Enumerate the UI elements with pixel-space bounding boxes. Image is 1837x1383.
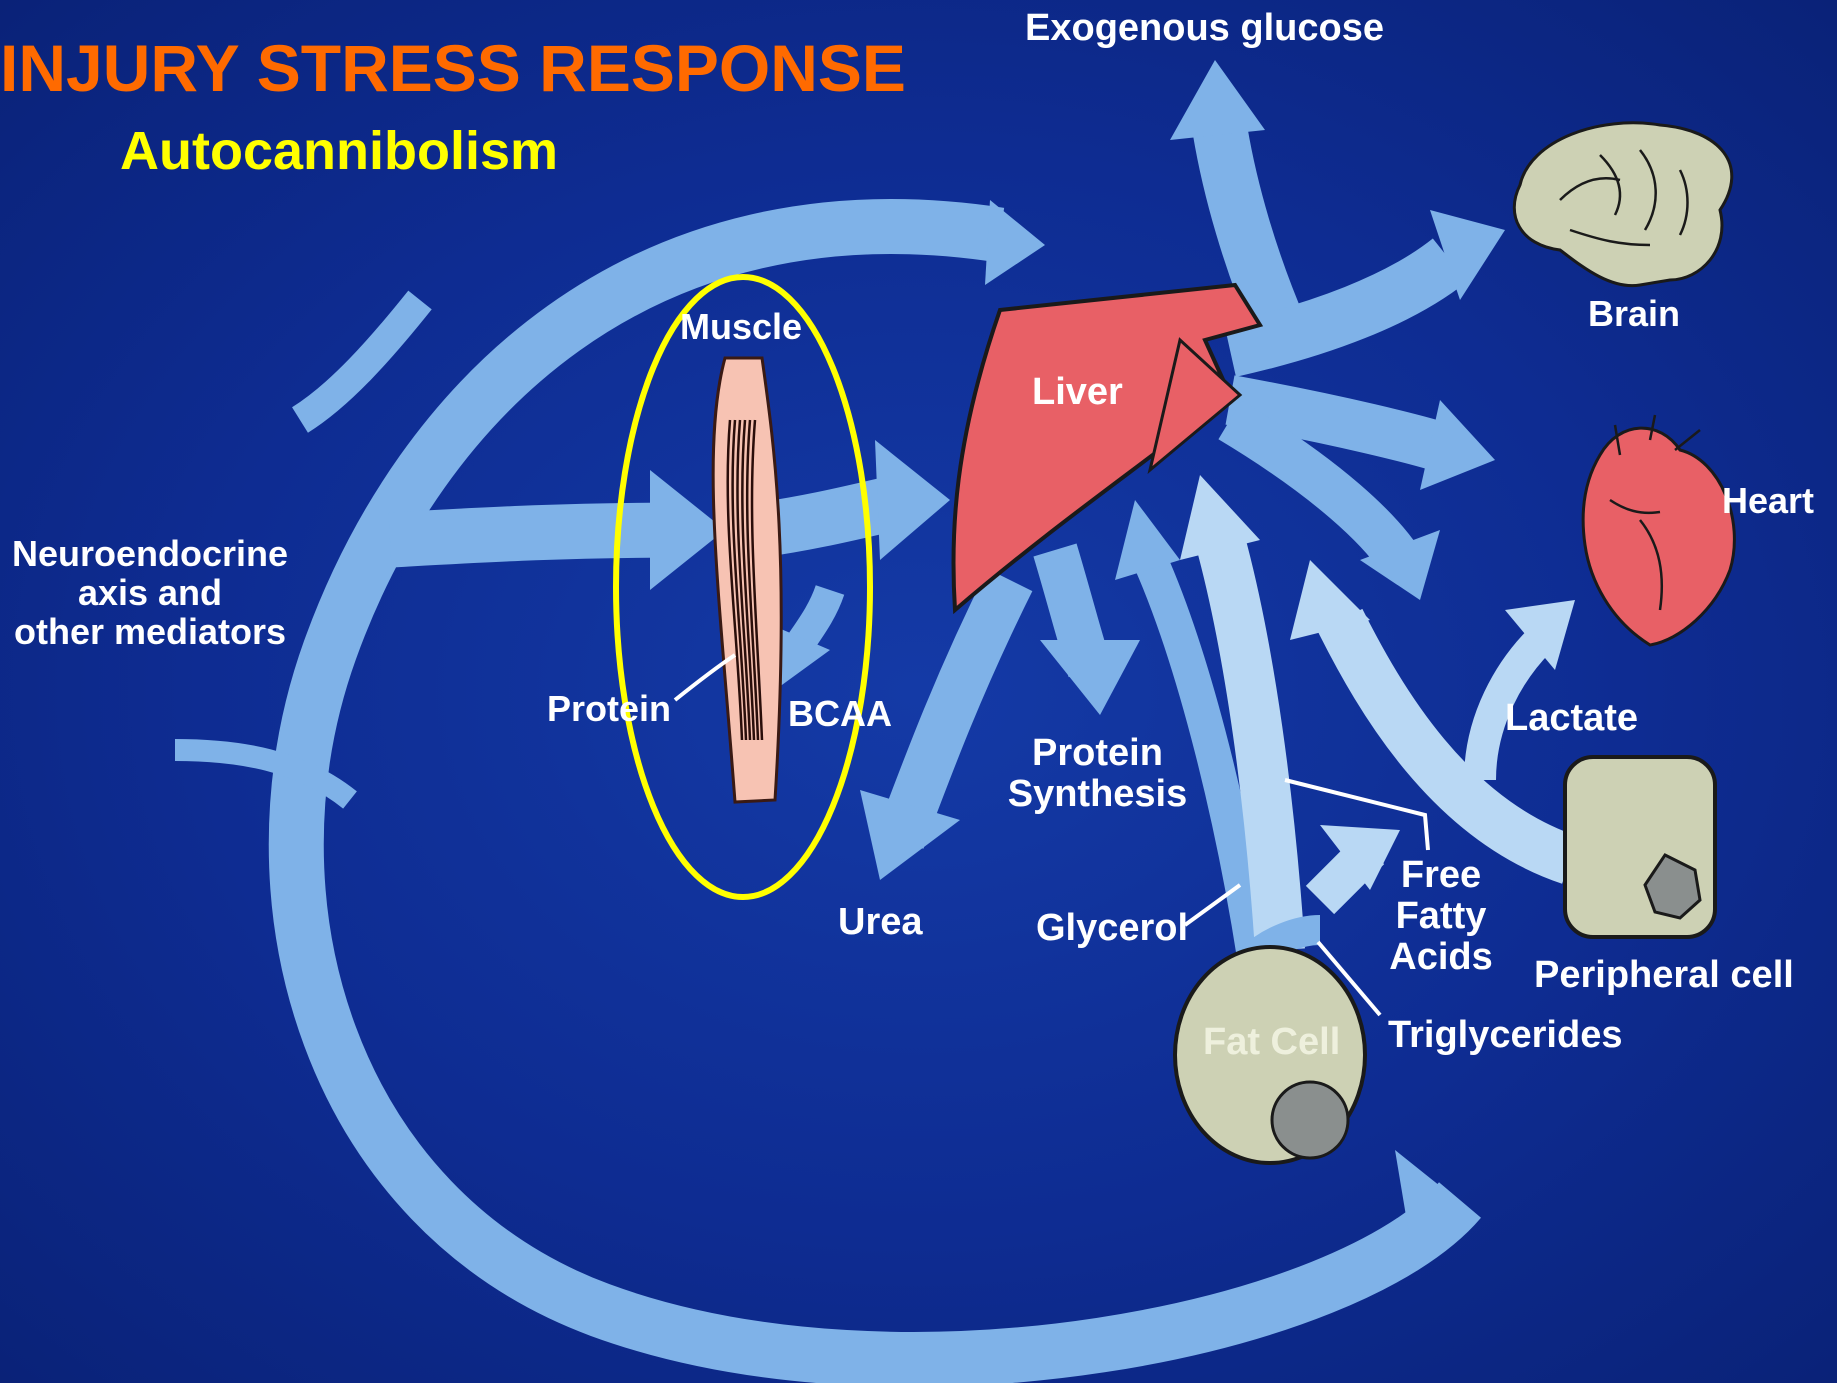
peripheral-cell-shape bbox=[1565, 757, 1715, 937]
label-brain: Brain bbox=[1588, 295, 1680, 334]
label-liver: Liver bbox=[1032, 372, 1123, 413]
label-heart: Heart bbox=[1722, 482, 1814, 521]
slide-subtitle: Autocannibolism bbox=[120, 120, 558, 182]
label-protein-synthesis-line-2: Synthesis bbox=[1005, 774, 1190, 815]
label-neuroendocrine-line-2: axis and bbox=[10, 574, 290, 613]
label-exogenous-glucose: Exogenous glucose bbox=[1025, 8, 1384, 49]
label-ffa-line-1: Free bbox=[1386, 855, 1496, 896]
label-urea: Urea bbox=[838, 902, 923, 943]
label-neuroendocrine: Neuroendocrine axis and other mediators bbox=[10, 535, 290, 652]
muscle-to-liver-arrow bbox=[760, 440, 950, 560]
label-neuroendocrine-line-1: Neuroendocrine bbox=[10, 535, 290, 574]
label-glycerol: Glycerol bbox=[1036, 908, 1188, 949]
label-ffa-line-3: Acids bbox=[1386, 937, 1496, 978]
label-free-fatty-acids: Free Fatty Acids bbox=[1386, 855, 1496, 978]
label-neuroendocrine-line-3: other mediators bbox=[10, 613, 290, 652]
heart-icon bbox=[1583, 415, 1734, 645]
label-fat-cell: Fat Cell bbox=[1203, 1022, 1340, 1063]
neuroendocrine-loop-arrow bbox=[296, 200, 1470, 1359]
label-protein-synthesis-line-1: Protein bbox=[1005, 733, 1190, 774]
label-protein-synthesis: Protein Synthesis bbox=[1005, 733, 1190, 815]
label-lactate: Lactate bbox=[1505, 698, 1638, 739]
label-ffa-line-2: Fatty bbox=[1386, 896, 1496, 937]
label-protein: Protein bbox=[547, 690, 671, 729]
label-peripheral-cell: Peripheral cell bbox=[1534, 955, 1794, 996]
label-muscle: Muscle bbox=[680, 308, 802, 347]
label-bcaa: BCAA bbox=[788, 695, 892, 734]
muscle-shape bbox=[713, 358, 781, 802]
lactate-to-heart-arrow bbox=[1480, 600, 1575, 780]
label-triglycerides: Triglycerides bbox=[1388, 1015, 1622, 1056]
slide-title: INJURY STRESS RESPONSE bbox=[0, 30, 906, 106]
brain-icon bbox=[1514, 123, 1731, 286]
